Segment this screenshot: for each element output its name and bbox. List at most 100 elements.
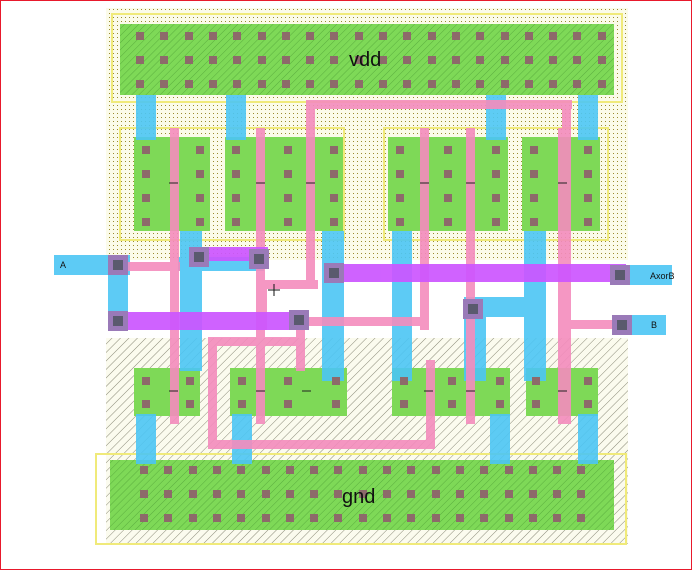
via-array <box>108 247 632 335</box>
contact <box>284 170 292 178</box>
contact <box>142 146 150 154</box>
contact <box>330 218 338 226</box>
contact <box>140 514 148 522</box>
contact <box>334 466 342 474</box>
contact <box>334 514 342 522</box>
contact <box>501 80 509 88</box>
contact <box>209 32 217 40</box>
contact-array <box>136 32 606 522</box>
contact <box>355 56 363 64</box>
contact <box>383 490 391 498</box>
contact <box>142 377 150 385</box>
contact <box>140 490 148 498</box>
contact <box>480 466 488 474</box>
contact <box>553 466 561 474</box>
contact <box>573 80 581 88</box>
contact <box>577 466 585 474</box>
contact <box>286 514 294 522</box>
contact <box>505 514 513 522</box>
contact <box>284 146 292 154</box>
contact <box>334 490 342 498</box>
contact <box>196 170 204 178</box>
contact <box>496 377 504 385</box>
contact <box>306 56 314 64</box>
contact <box>480 514 488 522</box>
contact <box>189 514 197 522</box>
contact <box>262 490 270 498</box>
contact <box>142 194 150 202</box>
contact <box>584 194 592 202</box>
contact <box>577 490 585 498</box>
contact <box>232 146 240 154</box>
contact <box>444 170 452 178</box>
contact <box>142 400 150 408</box>
contact <box>403 80 411 88</box>
via-core <box>254 254 264 264</box>
contact <box>355 80 363 88</box>
contact <box>400 377 408 385</box>
contact <box>233 32 241 40</box>
contact <box>233 56 241 64</box>
contact <box>553 514 561 522</box>
contact <box>428 80 436 88</box>
contact <box>452 56 460 64</box>
contact <box>492 146 500 154</box>
contact <box>549 32 557 40</box>
contact <box>444 218 452 226</box>
contact <box>209 80 217 88</box>
vdd-label: vdd <box>349 49 381 71</box>
contact <box>237 490 245 498</box>
contact <box>258 80 266 88</box>
contact <box>237 514 245 522</box>
contact <box>476 32 484 40</box>
contact <box>530 194 538 202</box>
contact <box>432 514 440 522</box>
nmos-diffusion-1 <box>134 368 200 416</box>
contact <box>598 56 606 64</box>
contact <box>456 466 464 474</box>
contact <box>164 490 172 498</box>
contact <box>233 80 241 88</box>
contact <box>598 80 606 88</box>
contact <box>213 490 221 498</box>
via-core <box>194 252 204 262</box>
contact <box>213 466 221 474</box>
contact <box>400 400 408 408</box>
contact <box>573 32 581 40</box>
via-core <box>615 270 625 280</box>
via-core <box>617 320 627 330</box>
gnd-label: gnd <box>342 486 375 508</box>
contact <box>136 80 144 88</box>
contact <box>403 32 411 40</box>
contact <box>359 490 367 498</box>
contact <box>584 218 592 226</box>
contact <box>496 400 504 408</box>
contact <box>549 56 557 64</box>
contact <box>432 466 440 474</box>
metal2-track-out <box>326 264 626 282</box>
contact <box>310 466 318 474</box>
contact <box>383 466 391 474</box>
contact <box>189 490 197 498</box>
contact <box>476 56 484 64</box>
metal2-wires <box>108 247 626 330</box>
contact <box>213 514 221 522</box>
contact <box>396 170 404 178</box>
contact <box>407 490 415 498</box>
contact <box>476 80 484 88</box>
contact <box>501 32 509 40</box>
contact <box>456 514 464 522</box>
contact <box>189 466 197 474</box>
contact <box>525 80 533 88</box>
contact <box>492 218 500 226</box>
contact <box>444 194 452 202</box>
contact <box>529 466 537 474</box>
contact <box>598 32 606 40</box>
contact <box>379 80 387 88</box>
via-core <box>113 260 123 270</box>
origin-cross-icon <box>268 284 280 296</box>
contact <box>160 32 168 40</box>
contact <box>448 377 456 385</box>
contact <box>584 170 592 178</box>
